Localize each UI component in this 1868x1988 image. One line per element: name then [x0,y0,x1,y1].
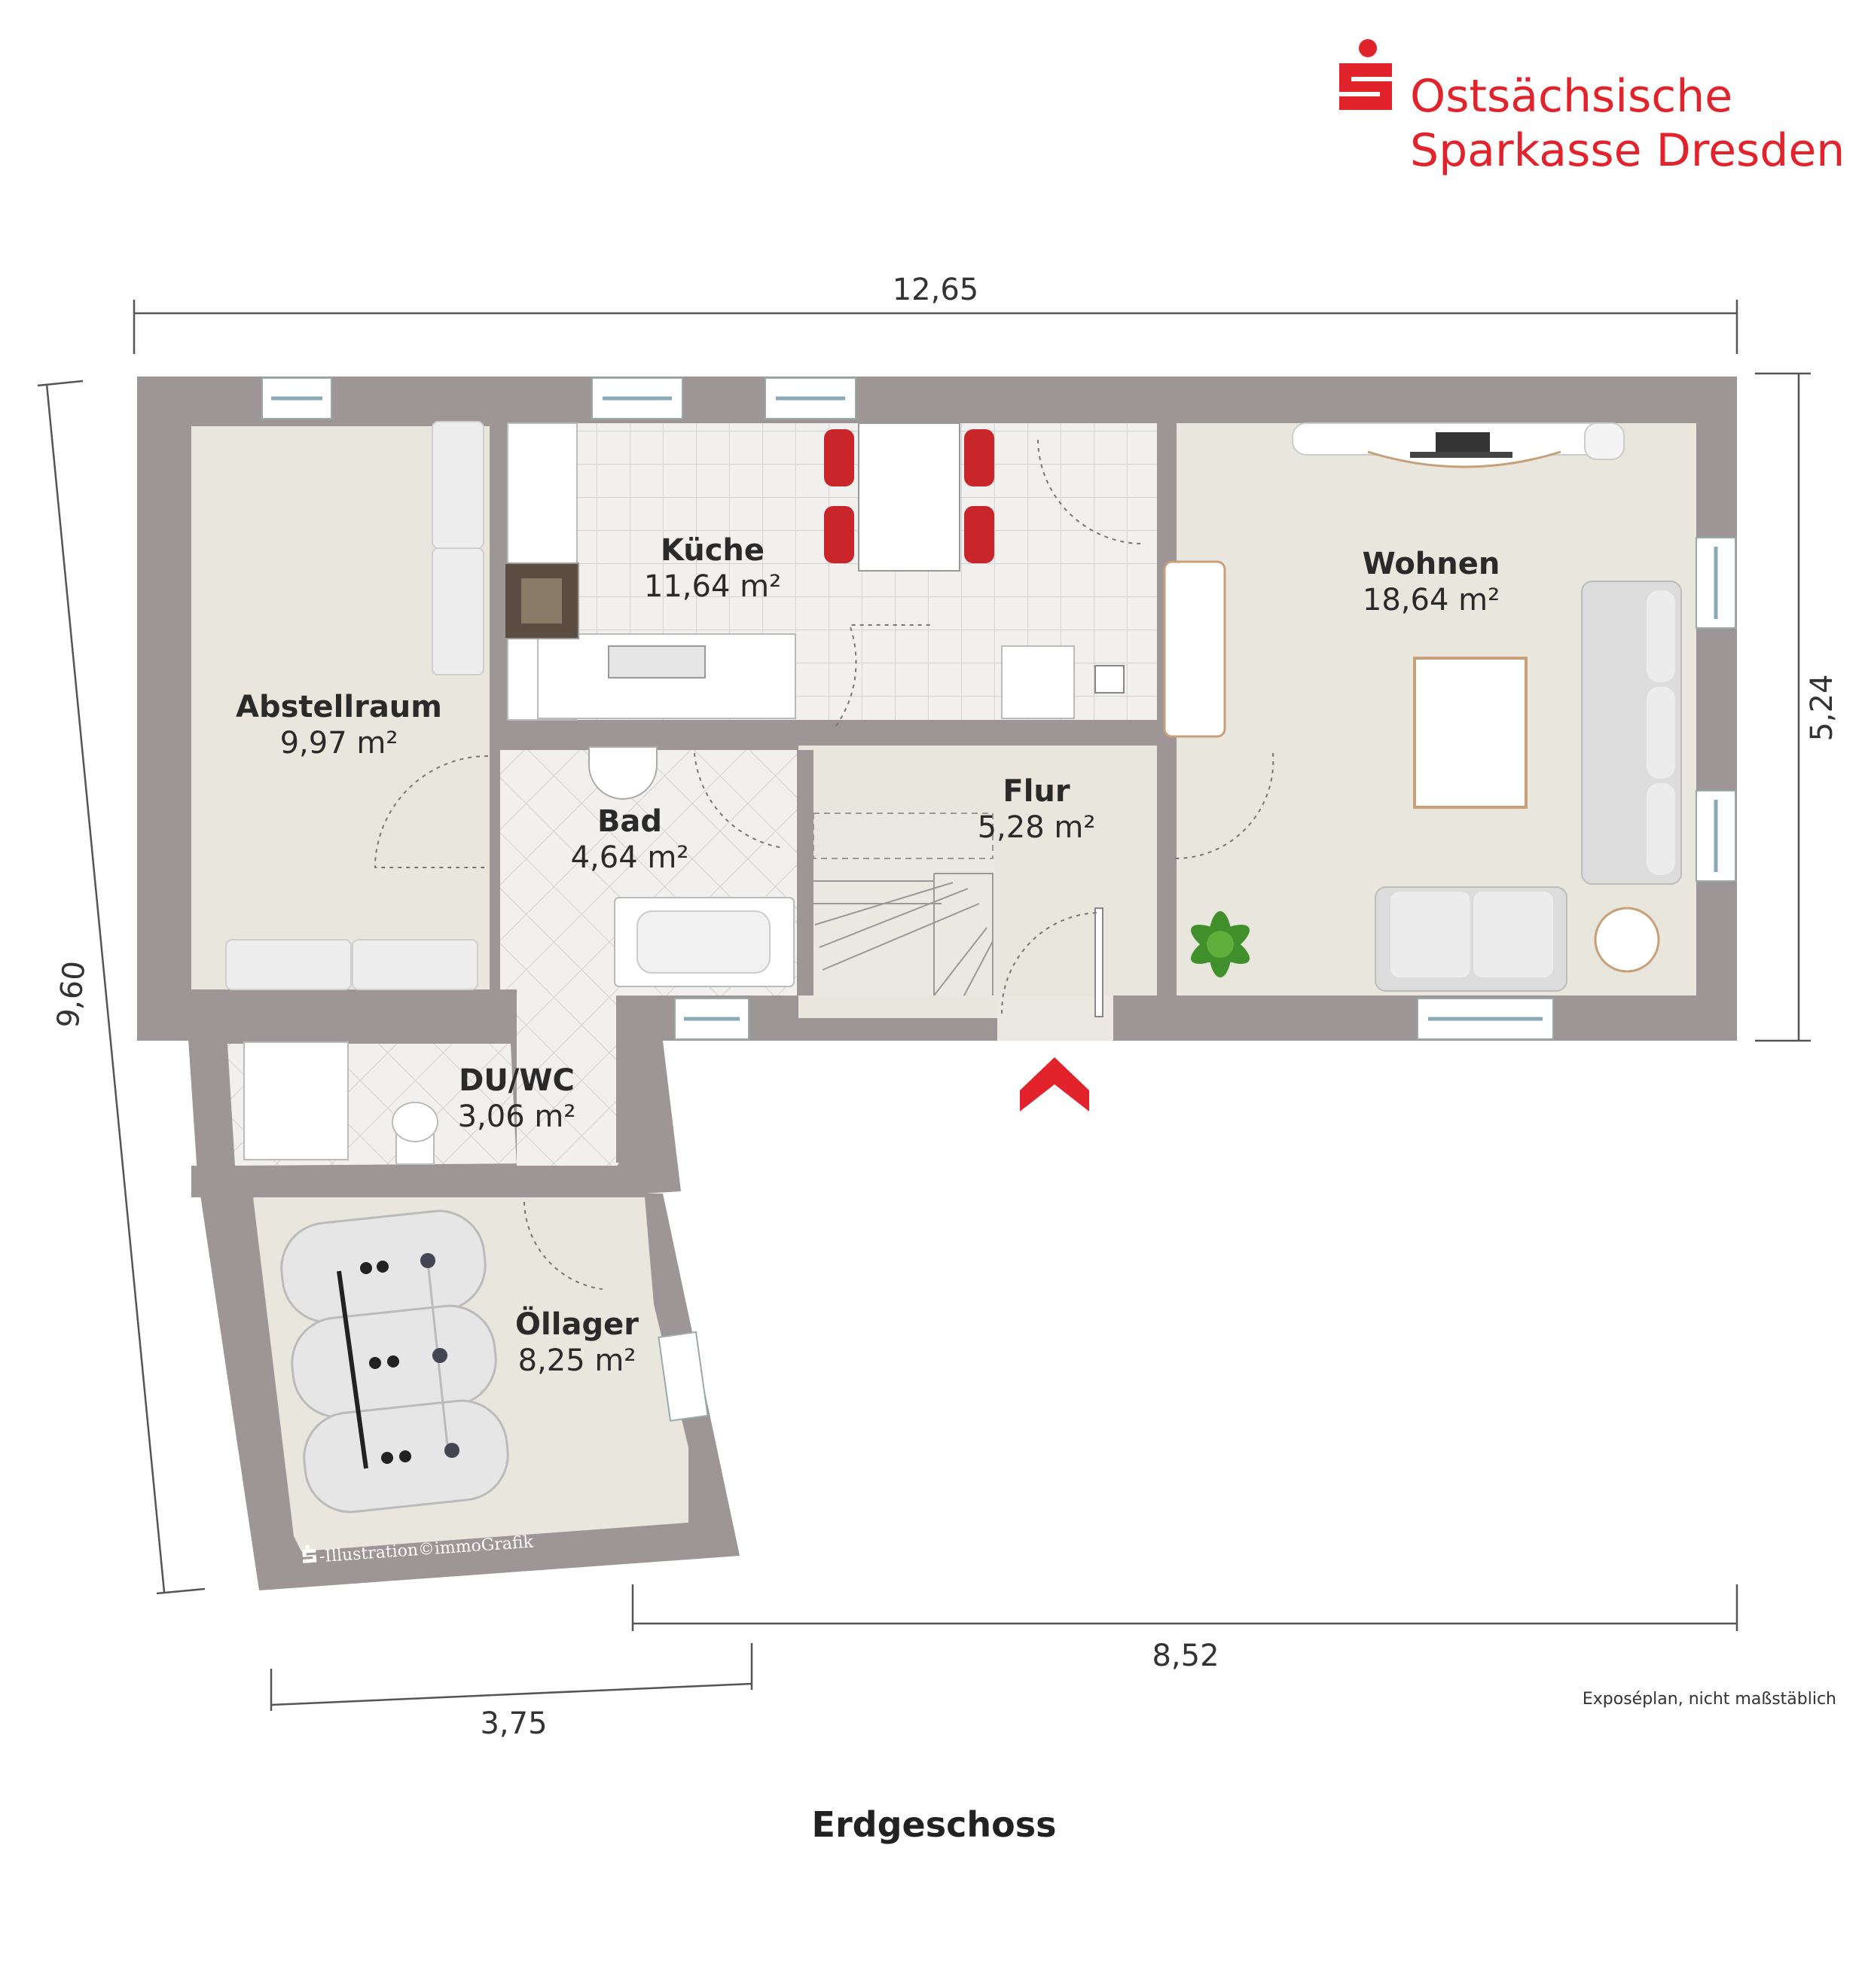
room-name-duwc: DU/WC [459,1063,575,1098]
dimension-lines [37,300,1811,1711]
room-area-wohnen: 18,64 m² [1363,583,1500,617]
room-area-bad: 4,64 m² [571,840,689,875]
room-label-flur: Flur 5,28 m² [978,774,1096,845]
room-label-bad: Bad 4,64 m² [571,804,689,875]
plant-icon [1191,911,1250,977]
entrance-door-leaf [1094,907,1103,1017]
sparkasse-small-logo-icon [302,1544,317,1563]
room-name-abstellraum: Abstellraum [236,690,442,724]
dim-left: 9,60 [51,959,93,1029]
room-name-kueche: Küche [661,533,765,568]
floor-caption: Erdgeschoss [811,1804,1057,1845]
room-name-oellager: Öllager [515,1306,639,1342]
duwc-furniture [243,1041,438,1165]
room-name-wohnen: Wohnen [1363,547,1500,581]
room-area-duwc: 3,06 m² [458,1099,576,1134]
kitchen-furniture [504,422,1226,738]
dim-bottom-left: 3,75 [480,1706,547,1741]
abstellraum-furniture [225,421,484,990]
bad-furniture [588,746,795,987]
room-name-flur: Flur [1003,774,1070,809]
room-label-duwc: DU/WC 3,06 m² [458,1063,576,1134]
room-label-wohnen: Wohnen 18,64 m² [1363,547,1500,617]
sparkasse-logo-icon [1339,39,1392,110]
dim-bottom-right: 8,52 [1152,1639,1219,1673]
door-swings [374,439,1274,1290]
room-label-abstellraum: Abstellraum 9,97 m² [236,690,442,761]
wohnen-furniture [1292,422,1682,992]
room-area-oellager: 8,25 m² [518,1343,636,1378]
room-label-oellager: Öllager 8,25 m² [515,1306,639,1378]
dim-right: 5,24 [1805,674,1839,741]
room-label-kueche: Küche 11,64 m² [644,533,781,604]
entrance-arrow-icon [1020,1057,1089,1111]
room-area-abstellraum: 9,97 m² [280,726,398,761]
room-name-bad: Bad [597,804,662,839]
room-area-flur: 5,28 m² [978,810,1096,845]
windows [261,377,1736,1422]
brand-line-1: Ostsächsische [1410,70,1733,123]
brand-line-2: Sparkasse Dresden [1410,124,1845,177]
entrance-opening [997,996,1113,1041]
scale-note: Exposéplan, nicht maßstäblich [1582,1690,1836,1709]
entrance-door-swing [1000,912,1100,1014]
oil-tanks [280,1209,509,1514]
dim-top: 12,65 [893,273,979,307]
staircase [813,813,994,996]
interior-walls [137,423,1177,1197]
brand-name: Ostsächsische Sparkasse Dresden [1410,69,1845,178]
room-area-kueche: 11,64 m² [644,569,781,604]
